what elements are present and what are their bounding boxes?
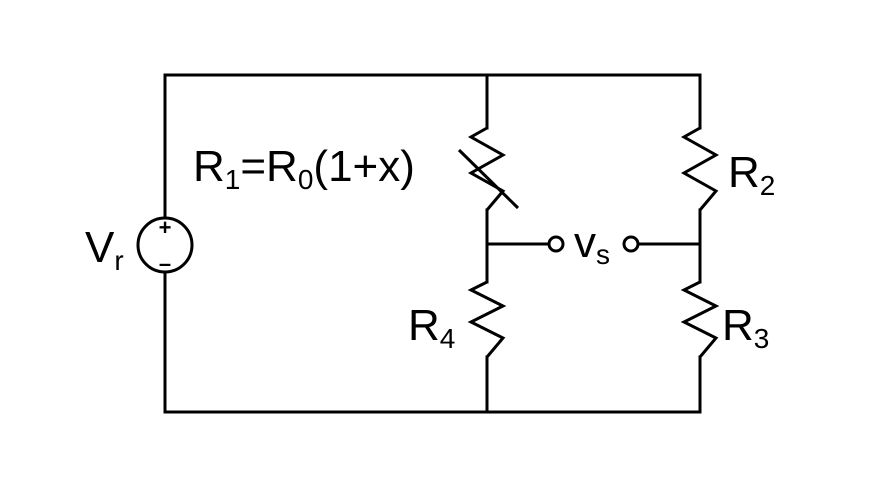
wires — [163, 73, 702, 414]
voltage-source-circle — [136, 216, 194, 274]
r1-label-sub0: 0 — [298, 164, 314, 195]
output-terminal-right — [622, 235, 640, 253]
r2-label-main: R — [728, 148, 760, 197]
r4-label-main: R — [408, 301, 440, 350]
r4-label: R4 — [408, 301, 455, 354]
resistor-r2-zigzag — [680, 126, 720, 211]
resistor-r4-zigzag — [467, 280, 507, 358]
vr-label-main: V — [85, 223, 115, 272]
r1-label-paren: (1+x) — [313, 142, 414, 191]
r3-label-sub: 3 — [754, 323, 770, 354]
r1-variable-arrow — [457, 148, 520, 210]
vr-label: Vr — [85, 223, 124, 276]
r1-label-r: R — [193, 142, 225, 191]
source-plus-sign: + — [159, 215, 172, 240]
r3-label: R3 — [722, 301, 769, 354]
r1-label-eq-r: =R — [240, 142, 297, 191]
r3-label-main: R — [722, 301, 754, 350]
r2-label-sub: 2 — [760, 170, 776, 201]
r4-label-sub: 4 — [440, 323, 456, 354]
source-minus-sign: – — [159, 251, 171, 276]
vr-label-sub: r — [114, 245, 123, 276]
voltage-source: + – — [136, 215, 194, 276]
r1-label: R1=R0(1+x) — [193, 142, 415, 195]
output-terminal-left — [547, 235, 565, 253]
r2-label: R2 — [728, 148, 775, 201]
vs-label: vs — [574, 218, 610, 270]
r1-label-sub1: 1 — [225, 164, 241, 195]
vs-label-sub: s — [596, 239, 610, 270]
vs-label-main: v — [574, 218, 596, 267]
resistor-r1-zigzag — [467, 126, 507, 211]
resistor-r3-zigzag — [680, 280, 720, 358]
